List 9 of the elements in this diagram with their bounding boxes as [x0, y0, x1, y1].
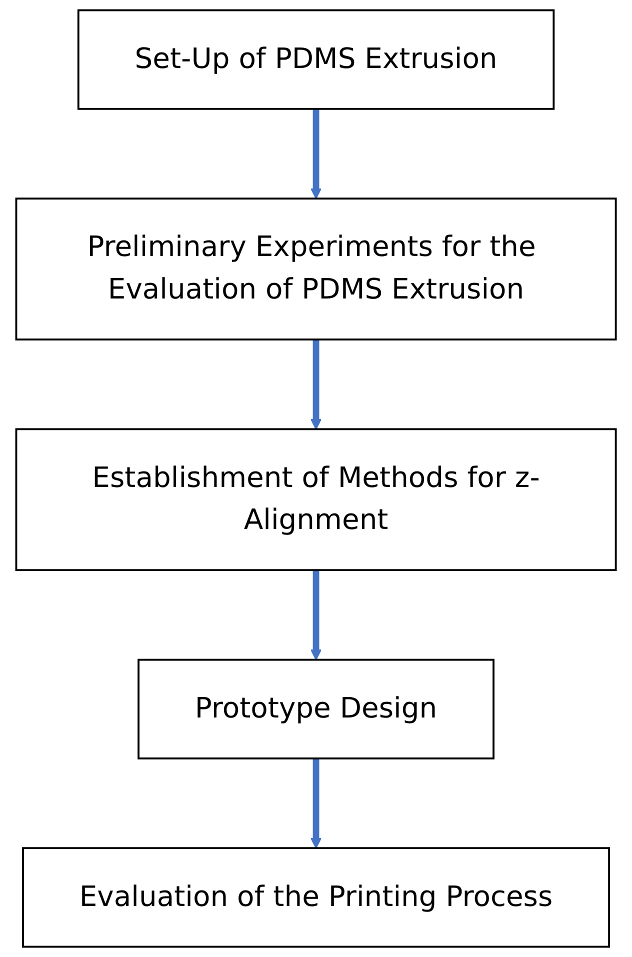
arrow	[310, 570, 322, 660]
node-box: Preliminary Experiments for the Evaluation of PDMS Extrusion	[15, 198, 617, 340]
node-box: Set-Up of PDMS Extrusion	[77, 9, 555, 110]
node-box: Evaluation of the Printing Process	[22, 847, 610, 948]
node-box: Prototype Design	[138, 658, 494, 760]
node-box: Establishment of Methods for z-Alignment	[15, 428, 617, 572]
arrow	[310, 340, 322, 430]
arrow	[310, 108, 322, 200]
arrow	[310, 758, 322, 849]
